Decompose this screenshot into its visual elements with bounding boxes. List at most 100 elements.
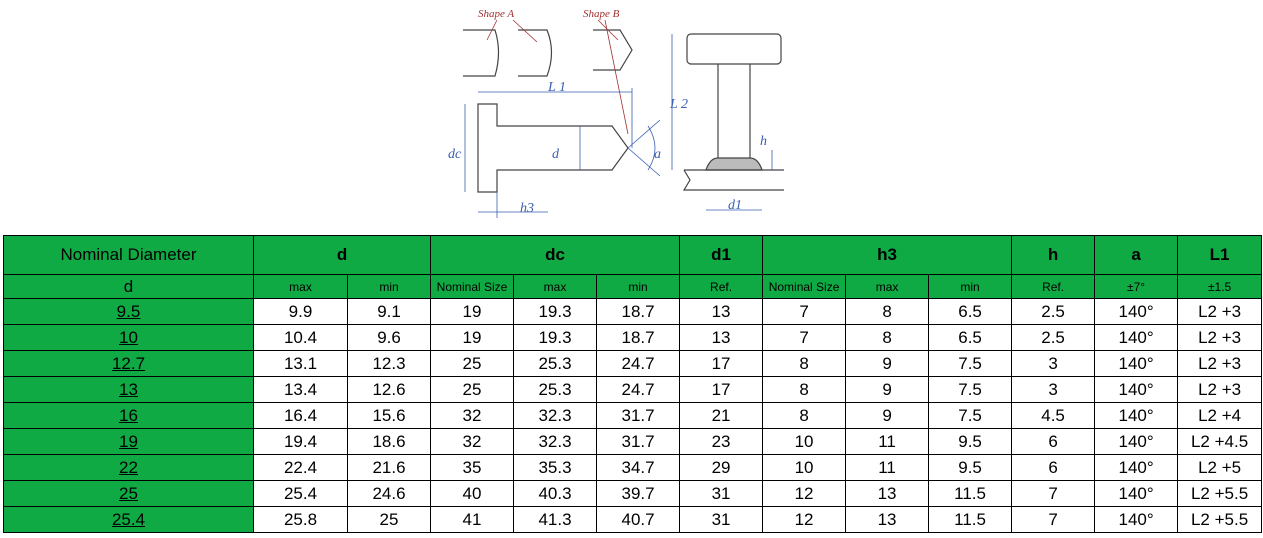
shape-a-label: Shape A — [478, 8, 514, 20]
l1-label: L 1 — [547, 80, 566, 95]
nominal-size-link[interactable]: 12.7 — [3, 350, 254, 377]
nominal-size-link[interactable]: 19 — [3, 428, 254, 455]
nominal-size-link[interactable]: 25.4 — [3, 506, 254, 533]
cell-dc-nom: 19 — [430, 298, 515, 325]
stud-head — [686, 33, 782, 65]
cell-d-max: 13.4 — [253, 376, 348, 403]
cell-dc-max: 41.3 — [513, 506, 598, 533]
cell-dc-nom: 25 — [430, 376, 515, 403]
cell-d-min: 15.6 — [346, 402, 432, 429]
dimension-table: Nominal Diameter d dc d1 h3 h a L1 d max… — [3, 235, 1263, 533]
cell-d-max: 13.1 — [253, 350, 348, 377]
cell-dc-min: 39.7 — [596, 480, 681, 507]
cell-l1: L2 +5 — [1177, 454, 1263, 481]
sub-a-tol: ±7° — [1094, 274, 1179, 299]
cell-l1: L2 +4 — [1177, 402, 1263, 429]
shape-b-label: Shape B — [583, 8, 620, 20]
cell-dc-min: 31.7 — [596, 402, 681, 429]
header-nominal-diameter: Nominal Diameter — [3, 235, 254, 275]
cell-h3-min: 9.5 — [928, 454, 1013, 481]
cell-dc-max: 32.3 — [513, 402, 598, 429]
cell-d-max: 10.4 — [253, 324, 348, 351]
nominal-size-link[interactable]: 9.5 — [3, 298, 254, 325]
cell-l1: L2 +3 — [1177, 350, 1263, 377]
cell-dc-max: 25.3 — [513, 376, 598, 403]
cell-l1: L2 +3 — [1177, 376, 1263, 403]
dc-label: dc — [448, 147, 462, 162]
cell-h3-min: 6.5 — [928, 324, 1013, 351]
cell-dc-nom: 32 — [430, 402, 515, 429]
cell-dc-max: 35.3 — [513, 454, 598, 481]
stud-side-view — [477, 103, 629, 193]
header-row-main: Nominal Diameter d dc d1 h3 h a L1 — [3, 235, 1263, 275]
cell-h3-min: 7.5 — [928, 376, 1013, 403]
cell-dc-min: 24.7 — [596, 350, 681, 377]
cell-h3-min: 11.5 — [928, 506, 1013, 533]
sub-dc-max: max — [513, 274, 598, 299]
cell-dc-min: 40.7 — [596, 506, 681, 533]
cell-h3-nom: 12 — [762, 506, 847, 533]
sub-dc-min: min — [596, 274, 681, 299]
header-dc: dc — [430, 235, 681, 275]
cell-dc-min: 31.7 — [596, 428, 681, 455]
cell-dc-nom: 35 — [430, 454, 515, 481]
a-label: a — [654, 147, 661, 162]
cell-h3-min: 7.5 — [928, 402, 1013, 429]
cell-dc-nom: 32 — [430, 428, 515, 455]
header-nominal-d: d — [3, 274, 254, 299]
cell-h3-max: 8 — [845, 324, 930, 351]
cell-h3-nom: 12 — [762, 480, 847, 507]
cell-d-min: 9.6 — [346, 324, 432, 351]
cell-dc-min: 24.7 — [596, 376, 681, 403]
cell-d-max: 9.9 — [253, 298, 348, 325]
cell-a: 140° — [1094, 350, 1179, 377]
cell-d-min: 9.1 — [346, 298, 432, 325]
nominal-size-link[interactable]: 16 — [3, 402, 254, 429]
weld-collar — [705, 157, 763, 171]
technical-drawing: Shape A Shape B L 1 L 2 dc d a h3 h d1 — [0, 0, 1263, 232]
cell-h: 2.5 — [1011, 298, 1096, 325]
cell-h3-nom: 8 — [762, 350, 847, 377]
cell-d1: 23 — [679, 428, 764, 455]
l2-label: L 2 — [669, 97, 688, 112]
cell-h3-min: 7.5 — [928, 350, 1013, 377]
sub-h3-min: min — [928, 274, 1013, 299]
cell-dc-min: 34.7 — [596, 454, 681, 481]
cell-h3-max: 8 — [845, 298, 930, 325]
cell-h: 6 — [1011, 428, 1096, 455]
base-plate — [682, 169, 784, 191]
cell-d-min: 12.6 — [346, 376, 432, 403]
d-label: d — [552, 147, 560, 162]
cell-dc-max: 19.3 — [513, 298, 598, 325]
d1-label: d1 — [728, 198, 742, 213]
nominal-size-link[interactable]: 22 — [3, 454, 254, 481]
cell-l1: L2 +5.5 — [1177, 506, 1263, 533]
nominal-size-link[interactable]: 10 — [3, 324, 254, 351]
cell-dc-nom: 25 — [430, 350, 515, 377]
header-d1: d1 — [679, 235, 764, 275]
cell-d-min: 18.6 — [346, 428, 432, 455]
nominal-size-link[interactable]: 25 — [3, 480, 254, 507]
cell-h: 3 — [1011, 350, 1096, 377]
sub-h3-max: max — [845, 274, 930, 299]
cell-a: 140° — [1094, 298, 1179, 325]
cell-d-max: 16.4 — [253, 402, 348, 429]
cell-h3-nom: 10 — [762, 428, 847, 455]
header-h: h — [1011, 235, 1096, 275]
sub-h-ref: Ref. — [1011, 274, 1096, 299]
nominal-size-link[interactable]: 13 — [3, 376, 254, 403]
h-label: h — [760, 134, 767, 149]
sub-dc-nominal: Nominal Size — [430, 274, 515, 299]
cell-dc-nom: 41 — [430, 506, 515, 533]
cell-dc-nom: 40 — [430, 480, 515, 507]
cell-l1: L2 +3 — [1177, 324, 1263, 351]
cell-h3-min: 6.5 — [928, 298, 1013, 325]
cell-h3-nom: 8 — [762, 402, 847, 429]
